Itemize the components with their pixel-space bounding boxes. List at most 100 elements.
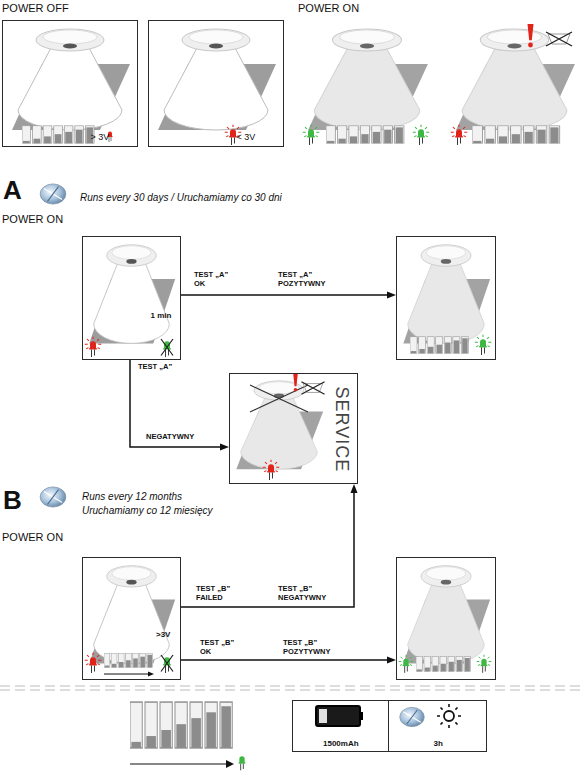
battery-tip <box>360 712 363 720</box>
led-icon <box>403 659 410 673</box>
led-icon <box>89 341 97 357</box>
flow-arrow <box>130 360 229 451</box>
arrow-head <box>387 657 396 664</box>
led-icon <box>417 129 425 145</box>
battery-icon <box>104 654 153 668</box>
text-label: 1 min <box>151 311 172 320</box>
battery-icon <box>416 657 471 672</box>
label-anchor: Runs every 30 days / Uruchamiamy co 30 d… <box>80 192 282 204</box>
label-anchor: Runs every 12 months <box>82 491 182 503</box>
led-rays <box>399 655 414 666</box>
led-icon <box>267 464 275 480</box>
lamp-scene <box>89 566 175 664</box>
connector-line <box>181 659 388 661</box>
lamp-scenes <box>12 29 575 664</box>
note: Uruchamiamy co 12 miesięcy <box>82 505 213 517</box>
cross-mark <box>161 339 173 356</box>
test-button-icon <box>40 487 66 507</box>
cross-mark <box>250 385 308 412</box>
label-anchor: POWER ON <box>2 213 63 226</box>
led-rays <box>303 125 320 137</box>
battery-icon <box>22 126 94 143</box>
battery-icon <box>472 126 560 143</box>
battery-icon <box>130 702 232 748</box>
result-label: NEGATYWNY <box>146 433 194 442</box>
result-label: TEST „B” NEGATYWNY <box>278 584 334 603</box>
led-rays <box>451 125 468 137</box>
flow-arrow <box>181 292 396 299</box>
warning-mark <box>293 374 298 392</box>
led-rays <box>85 337 102 349</box>
label-anchor: TEST „A” POZYTYWNY <box>278 270 334 289</box>
dashed-line <box>0 690 585 691</box>
flow-arrow <box>181 657 396 664</box>
text-label: 3h <box>434 739 443 748</box>
panel-box: > 3V <box>2 20 138 147</box>
label-anchor: TEST „B” POZYTYWNY <box>283 638 339 657</box>
test-button-icon <box>400 707 425 726</box>
result-label: TEST „B” POZYTYWNY <box>283 638 339 657</box>
label-anchor: TEST „A” <box>138 363 172 372</box>
battery-icon <box>326 126 404 143</box>
led-rays <box>477 655 492 666</box>
label-anchor: POWER ON <box>2 531 63 544</box>
flow-arrow <box>181 484 358 607</box>
lamp-scene <box>158 29 276 130</box>
arrow-head <box>226 760 234 768</box>
text-label: >3V <box>156 630 170 639</box>
note: Runs every 12 months <box>82 491 182 503</box>
label-anchor: TEST „B” OK <box>200 638 240 657</box>
led-rays <box>413 125 430 137</box>
separator <box>0 686 585 690</box>
dashed-line <box>0 686 585 687</box>
panel-box: 1 min <box>82 236 181 360</box>
led-icon <box>479 339 487 355</box>
lamp-scene <box>308 29 428 130</box>
section-heading: POWER ON <box>298 2 359 15</box>
battery-icon <box>316 706 360 726</box>
edge-label: TEST „A” OK <box>194 270 234 289</box>
edge-label: TEST „A” <box>138 363 172 372</box>
sun-rays <box>437 704 461 728</box>
lamp-scene <box>89 245 175 344</box>
charge-arrow <box>104 674 148 675</box>
spec-cell: 3h <box>388 700 487 752</box>
connector-line <box>130 360 221 447</box>
test-button-icons <box>40 184 424 727</box>
battery-rows <box>22 126 560 748</box>
note: Runs every 30 days / Uruchamiamy co 30 d… <box>80 192 282 204</box>
label-anchor: TEST „B” NEGATYWNY <box>278 584 334 603</box>
led-icon <box>229 129 237 145</box>
label-anchor: B <box>3 486 22 516</box>
no-lamp-icon <box>301 382 324 394</box>
arrow-head <box>220 444 229 451</box>
sun-disc <box>444 711 454 721</box>
panel-box <box>396 236 496 360</box>
edge-label: TEST „B” OK <box>200 638 240 657</box>
panel-box: >3V <box>82 557 181 680</box>
charge-arrow <box>130 763 226 764</box>
warning-marks <box>250 24 572 412</box>
panel-box <box>396 557 496 680</box>
led-icon <box>455 129 463 145</box>
led-icon <box>307 129 315 145</box>
led-rays <box>263 460 280 472</box>
lamp-scene <box>456 29 575 130</box>
text-label: < 3V <box>237 132 256 142</box>
label-anchor: A <box>3 176 22 206</box>
led-rays <box>85 653 102 665</box>
arrow-head <box>148 672 154 677</box>
no-lamp-icon <box>546 32 572 46</box>
arrow-head <box>387 292 396 299</box>
led-icon <box>89 657 97 673</box>
panel-box: < 3V <box>148 20 284 147</box>
battery-icon <box>410 337 468 354</box>
label-anchor: POWER OFF <box>2 2 69 15</box>
lamp-scene <box>12 29 130 130</box>
section-heading: POWER OFF <box>2 2 69 15</box>
panel-box: SERVICE <box>229 373 358 484</box>
text-label: SERVICE <box>332 386 353 472</box>
label-anchor: NEGATYWNY <box>146 433 194 442</box>
